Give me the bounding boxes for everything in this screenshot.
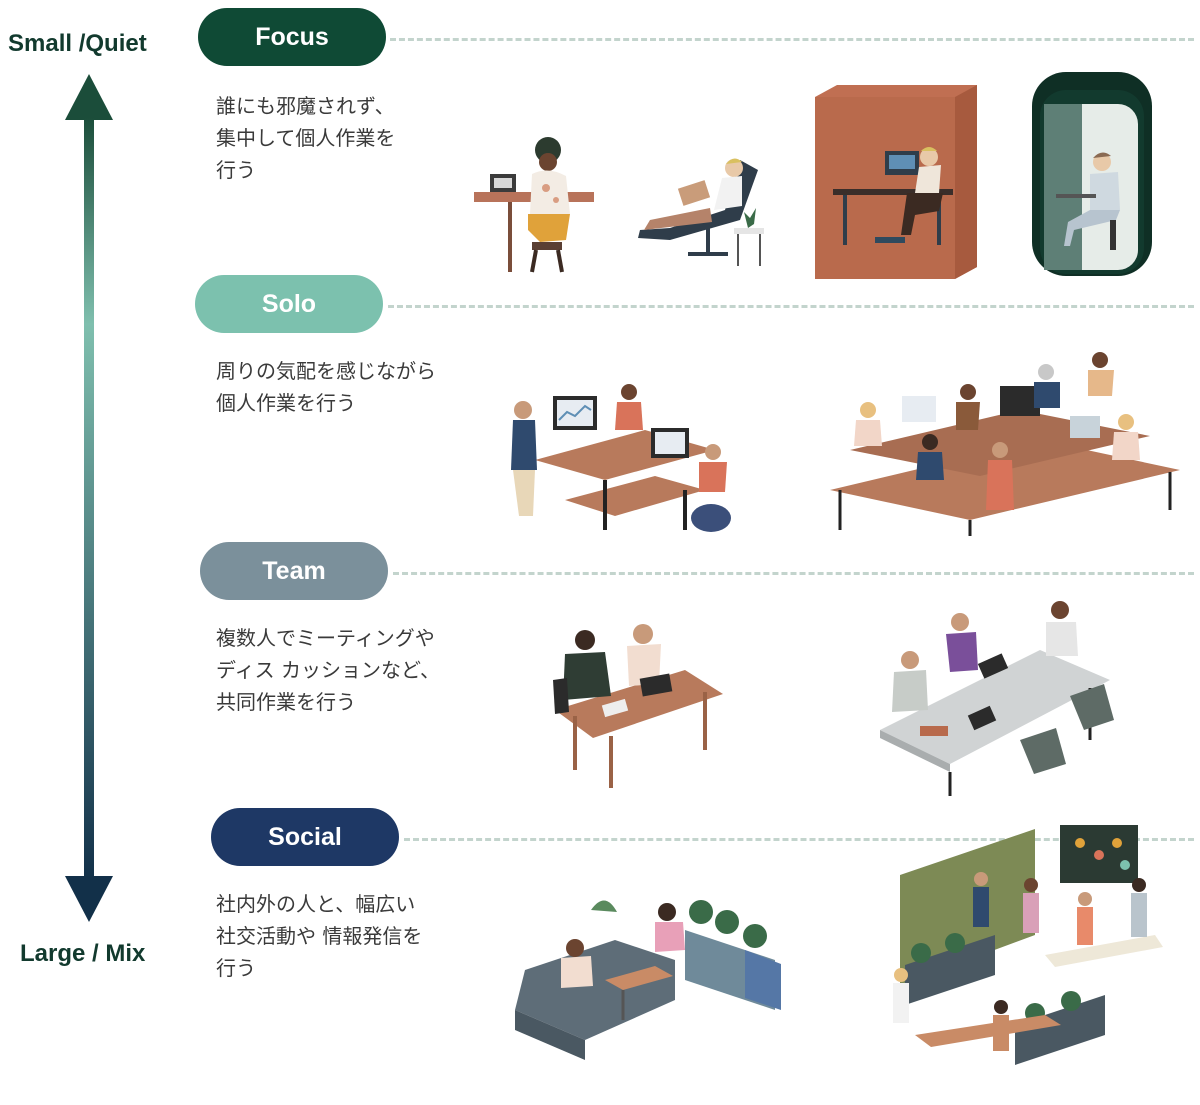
category-title: Solo (261, 289, 317, 318)
divider-line (390, 38, 1194, 41)
open-office-desks-illustration (830, 352, 1180, 536)
social-event-space-illustration (893, 825, 1163, 1065)
category-title: Focus (255, 22, 329, 51)
category-description: 社内外の人と、幅広い 社交活動や 情報発信を 行う (216, 892, 423, 980)
category-pill-social: Social (211, 808, 399, 866)
axis-top-label: Small /Quiet (8, 30, 147, 57)
category-pill-team: Team (200, 542, 388, 600)
double-arrow-icon (65, 74, 113, 922)
category-title: Social (268, 822, 342, 851)
category-description: 複数人でミーティングや ディス カッションなど、 共同作業を行う (216, 626, 440, 714)
person-at-small-desk-illustration (474, 137, 594, 273)
lounge-sofa-area-illustration (515, 900, 781, 1060)
person-in-recliner-illustration (638, 158, 764, 266)
category-title: Team (262, 556, 326, 585)
divider-line (404, 838, 1194, 841)
large-conference-table-illustration (880, 601, 1114, 796)
category-pill-solo: Solo (195, 275, 383, 333)
category-description: 周りの気配を感じながら 個人作業を行う (216, 359, 436, 415)
standing-desks-workers-illustration (511, 384, 731, 532)
divider-line (388, 305, 1194, 308)
category-pill-focus: Focus (198, 8, 386, 66)
divider-line (393, 572, 1194, 575)
two-person-meeting-table-illustration (553, 624, 723, 788)
category-description: 誰にも邪魔されず、 集中して個人作業を 行う (216, 94, 396, 182)
axis-bottom-label: Large / Mix (20, 940, 146, 967)
focus-booth-orange-illustration (815, 85, 977, 279)
phone-booth-green-illustration (1032, 72, 1152, 276)
